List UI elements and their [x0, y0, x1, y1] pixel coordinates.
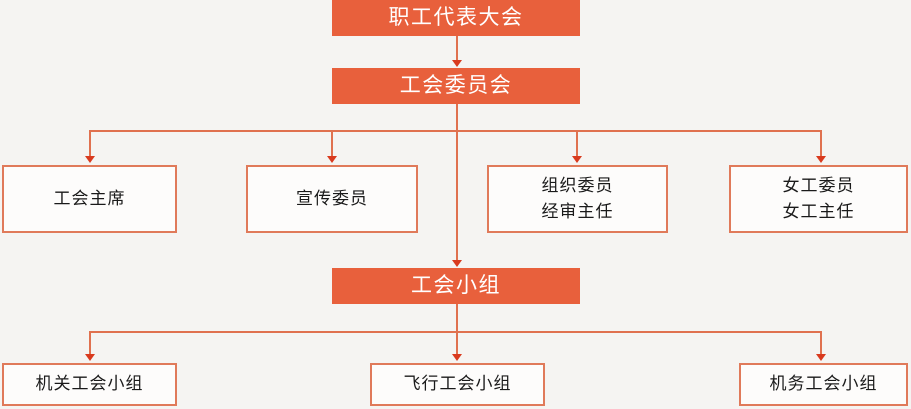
arrowhead-congress-to-committee [452, 60, 462, 67]
connector-committee-stem [456, 104, 458, 132]
node-women-commissioner[interactable]: 女工委员 女工主任 [729, 165, 908, 233]
arrowhead-organization [572, 156, 582, 163]
node-union-chairman[interactable]: 工会主席 [2, 165, 177, 233]
connector-congress-to-committee [456, 36, 458, 62]
connector-drop-organization [576, 130, 578, 158]
arrowhead-union-group [452, 260, 462, 267]
connector-drop-publicity [331, 130, 333, 158]
node-group-maintenance[interactable]: 机务工会小组 [739, 363, 908, 406]
node-union-group-label: 工会小组 [411, 274, 501, 298]
node-group-administration[interactable]: 机关工会小组 [2, 363, 177, 406]
node-union-group[interactable]: 工会小组 [332, 268, 580, 304]
node-organization-commissioner[interactable]: 组织委员 经审主任 [487, 165, 668, 233]
node-group-maintenance-label: 机务工会小组 [769, 374, 878, 394]
connector-drop-women [820, 130, 822, 158]
arrowhead-publicity [327, 156, 337, 163]
connector-union-group-stem [456, 304, 458, 333]
node-group-flight[interactable]: 飞行工会小组 [370, 363, 545, 406]
arrowhead-group-flight [452, 354, 462, 361]
node-women-commissioner-label-1: 女工委员 [782, 175, 855, 195]
node-union-chairman-label: 工会主席 [53, 188, 126, 208]
connector-committee-to-union-group [456, 132, 458, 262]
node-staff-congress-label: 职工代表大会 [388, 6, 524, 30]
node-group-flight-label: 飞行工会小组 [403, 374, 512, 394]
node-organization-commissioner-label-1: 组织委员 [541, 175, 614, 195]
connector-drop-group-flight [456, 331, 458, 357]
node-staff-congress[interactable]: 职工代表大会 [332, 0, 580, 36]
node-organization-commissioner-label-2: 经审主任 [541, 202, 614, 221]
connector-bus-level5 [89, 331, 822, 333]
arrowhead-group-admin [85, 354, 95, 361]
node-publicity-commissioner-label: 宣传委员 [296, 188, 368, 208]
arrowhead-group-maintenance [816, 354, 826, 361]
node-group-administration-label: 机关工会小组 [35, 374, 144, 394]
node-union-committee[interactable]: 工会委员会 [332, 68, 580, 104]
arrowhead-chairman [85, 156, 95, 163]
node-publicity-commissioner[interactable]: 宣传委员 [246, 165, 418, 233]
connector-drop-group-admin [89, 331, 91, 357]
node-women-commissioner-label-2: 女工主任 [782, 202, 855, 221]
connector-drop-chairman [89, 130, 91, 158]
node-union-committee-label: 工会委员会 [399, 74, 513, 98]
connector-bus-level3 [89, 130, 822, 132]
arrowhead-women [816, 156, 826, 163]
connector-drop-group-maintenance [820, 331, 822, 357]
